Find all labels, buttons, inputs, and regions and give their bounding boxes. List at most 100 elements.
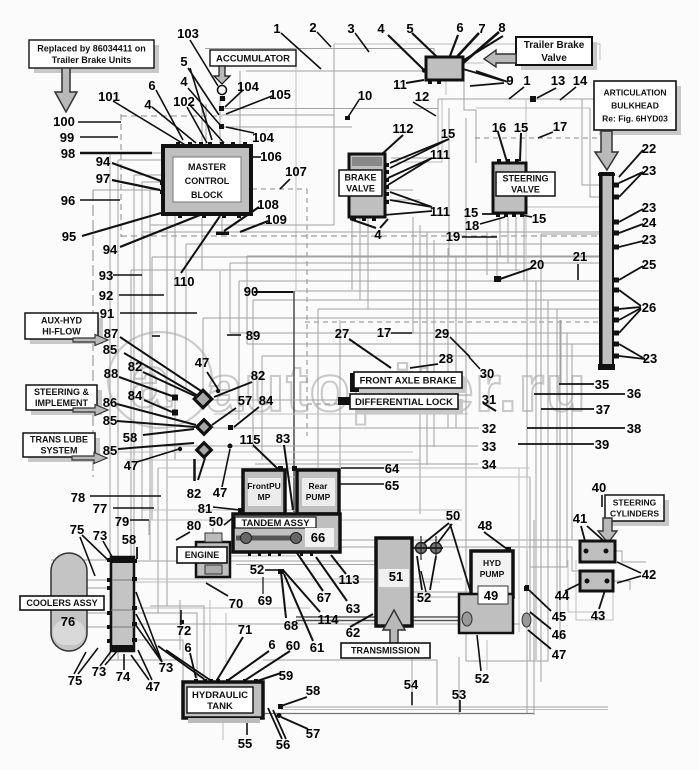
svg-text:88: 88 [104,366,118,381]
svg-text:5: 5 [180,54,187,69]
svg-text:96: 96 [61,193,75,208]
svg-text:MASTER: MASTER [188,162,227,172]
svg-text:52: 52 [475,671,489,686]
svg-text:13: 13 [551,73,565,88]
svg-text:15: 15 [514,120,528,135]
svg-text:MP: MP [258,492,271,502]
svg-text:DIFFERENTIAL LOCK: DIFFERENTIAL LOCK [355,397,453,408]
svg-text:93: 93 [99,268,113,283]
svg-text:46: 46 [552,627,566,642]
svg-text:77: 77 [93,501,107,516]
svg-text:44: 44 [555,588,570,603]
svg-text:23: 23 [642,200,656,215]
svg-text:85: 85 [103,443,117,458]
svg-text:73: 73 [159,660,173,675]
svg-text:ACCUMULATOR: ACCUMULATOR [216,53,290,64]
svg-text:FRONT AXLE BRAKE: FRONT AXLE BRAKE [360,375,457,386]
svg-text:72: 72 [177,623,191,638]
svg-text:115: 115 [240,432,261,447]
svg-text:94: 94 [103,242,118,257]
svg-text:50: 50 [209,514,223,529]
svg-text:33: 33 [482,439,496,454]
svg-text:6: 6 [148,78,155,93]
svg-text:4: 4 [374,227,382,242]
svg-text:61: 61 [310,640,324,655]
svg-text:71: 71 [238,622,252,637]
svg-text:41: 41 [573,511,587,526]
svg-text:85: 85 [103,342,117,357]
svg-text:17: 17 [553,119,567,134]
svg-text:HI-FLOW: HI-FLOW [42,327,81,337]
svg-text:IMPLEMENT: IMPLEMENT [35,398,89,408]
svg-text:106: 106 [260,149,282,164]
svg-text:6: 6 [184,640,191,655]
svg-text:34: 34 [482,457,497,472]
svg-text:1: 1 [273,21,280,36]
svg-text:75: 75 [70,522,84,537]
svg-text:114: 114 [318,612,340,627]
svg-text:SYSTEM: SYSTEM [40,446,77,456]
svg-text:35: 35 [595,377,609,392]
svg-text:PUMP: PUMP [306,492,331,502]
svg-text:15: 15 [532,211,546,226]
svg-text:6: 6 [456,20,463,35]
svg-text:53: 53 [452,687,466,702]
svg-text:59: 59 [279,668,293,683]
svg-text:111: 111 [430,204,450,219]
svg-text:VALVE: VALVE [511,185,540,195]
svg-text:BULKHEAD: BULKHEAD [611,101,659,111]
svg-text:18: 18 [465,218,479,233]
svg-text:75: 75 [68,673,82,688]
svg-text:97: 97 [96,171,110,186]
svg-text:Rear: Rear [309,481,329,491]
svg-text:100: 100 [53,114,75,129]
svg-text:BRAKE: BRAKE [344,173,376,183]
svg-text:67: 67 [317,590,331,605]
svg-text:92: 92 [99,288,113,303]
svg-text:85: 85 [103,413,117,428]
svg-text:6: 6 [268,637,275,652]
svg-text:54: 54 [404,677,419,692]
svg-text:23: 23 [642,232,656,247]
svg-text:83: 83 [276,431,290,446]
svg-text:51: 51 [389,569,403,584]
svg-text:8: 8 [498,20,505,35]
svg-text:47: 47 [124,458,138,473]
svg-text:38: 38 [627,421,641,436]
svg-text:ENGINE: ENGINE [185,550,220,560]
svg-text:73: 73 [93,528,107,543]
svg-text:TANDEM ASSY: TANDEM ASSY [241,518,310,529]
svg-text:78: 78 [71,490,85,505]
svg-text:108: 108 [257,197,279,212]
svg-text:66: 66 [311,530,325,545]
svg-text:PUMP: PUMP [480,569,505,579]
svg-text:CONTROL: CONTROL [185,176,230,186]
svg-text:28: 28 [439,351,453,366]
svg-text:80: 80 [187,518,201,533]
svg-text:2: 2 [309,20,316,35]
svg-text:21: 21 [573,249,587,264]
svg-text:CYLINDERS: CYLINDERS [610,509,659,519]
svg-text:4: 4 [180,74,188,89]
svg-text:112: 112 [393,121,414,136]
svg-text:76: 76 [61,614,75,629]
svg-text:45: 45 [552,609,566,624]
svg-text:82: 82 [251,368,265,383]
svg-text:82: 82 [128,359,142,374]
svg-text:25: 25 [642,257,656,272]
svg-text:90: 90 [244,284,258,299]
svg-text:70: 70 [229,596,243,611]
svg-text:3: 3 [347,21,354,36]
svg-text:81: 81 [198,501,212,516]
svg-text:STEERING: STEERING [613,498,657,508]
svg-text:87: 87 [104,326,118,341]
svg-text:TANK: TANK [207,701,233,712]
svg-text:37: 37 [596,402,610,417]
svg-text:Trailer Brake Units: Trailer Brake Units [52,55,132,65]
svg-text:ARTICULATION: ARTICULATION [603,88,666,98]
svg-text:27: 27 [335,326,349,341]
svg-text:42: 42 [642,567,656,582]
svg-text:103: 103 [177,26,199,41]
svg-text:VALVE: VALVE [346,184,375,194]
svg-text:89: 89 [246,328,260,343]
